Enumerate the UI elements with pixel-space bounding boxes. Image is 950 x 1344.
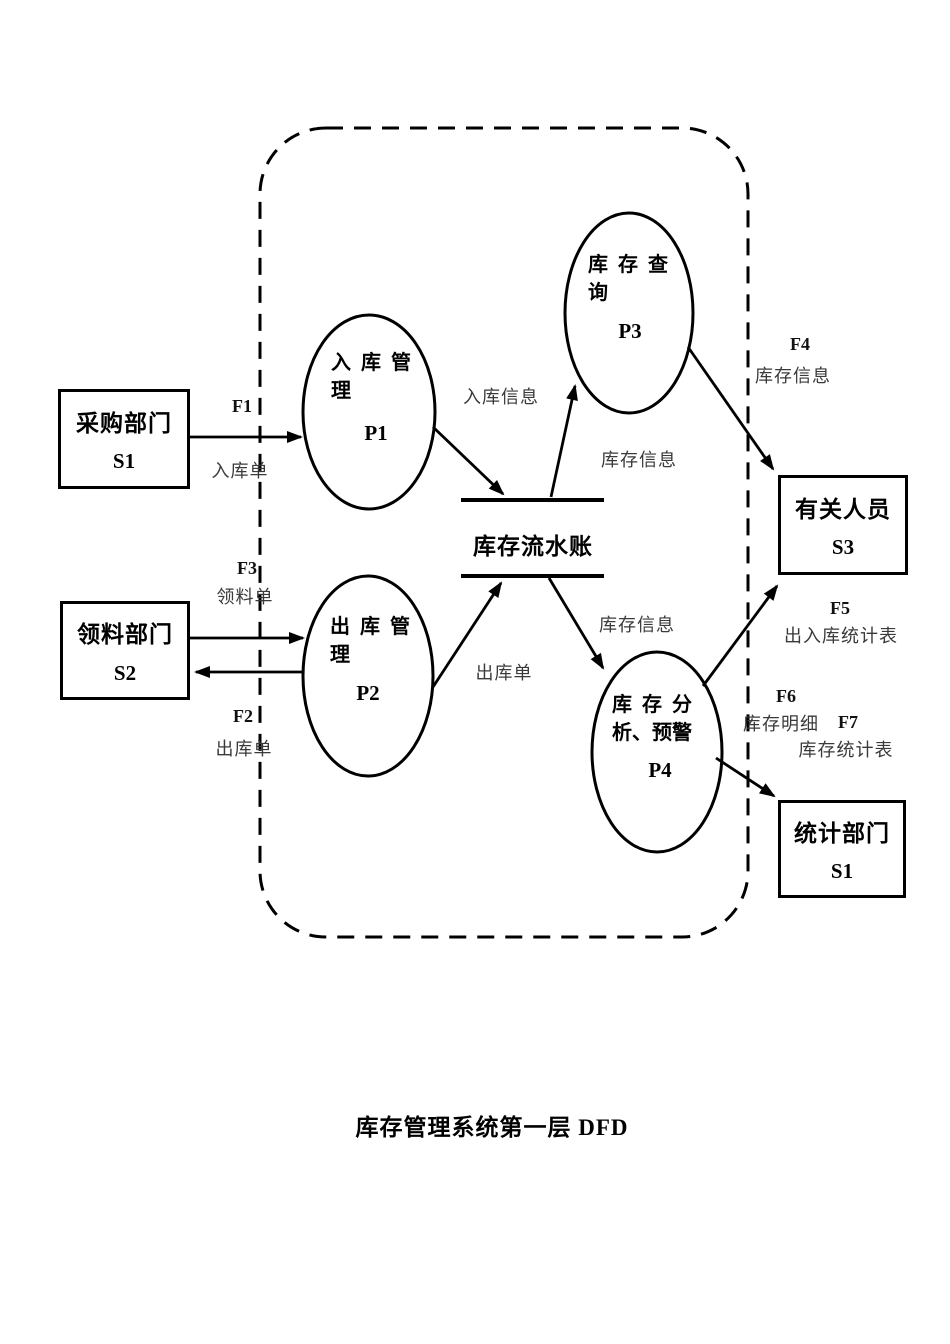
process-p4-code: P4 [648, 758, 672, 782]
flow-stock-info-query-label: 库存信息 [601, 450, 677, 470]
process-p1-name: 入 库 管理 [331, 352, 411, 402]
entity-statistics-dept: 统计部门 S1 [778, 800, 906, 898]
flow-f4-code: F4 [790, 334, 810, 354]
process-p3-name: 库 存 查询 [588, 254, 668, 304]
system-boundary-dashed [258, 126, 750, 939]
flow-p1-to-datastore-arrow [432, 425, 505, 496]
process-p4-name: 库 存 分析、预警 [612, 694, 692, 744]
diagram-caption: 库存管理系统第一层 DFD [355, 1115, 629, 1140]
flow-datastore-to-p4-arrow [547, 577, 605, 670]
flow-f1-label: 入库单 [211, 461, 269, 481]
entity-statistics-code: S1 [830, 859, 854, 883]
flow-f3-code: F3 [237, 558, 257, 578]
flow-stock-info-analysis-label: 库存信息 [599, 615, 675, 635]
flow-f7-p4-to-statistics-arrow [715, 756, 776, 798]
entity-personnel-code: S3 [831, 535, 855, 560]
process-p3-code: P3 [618, 319, 642, 343]
entity-statistics-name: 统计部门 [794, 821, 890, 846]
flow-f1-code: F1 [232, 396, 252, 416]
flow-f2-code: F2 [233, 706, 253, 726]
entity-personnel-name: 有关人员 [795, 496, 891, 522]
entity-purchasing-code: S1 [112, 449, 136, 474]
flow-f5-p4-to-personnel-arrow [701, 584, 779, 687]
flow-outbound-note-label: 出库单 [475, 663, 533, 683]
flow-datastore-to-p3-arrow [549, 384, 578, 498]
flow-f2-label: 出库单 [215, 739, 273, 759]
process-p2-name: 出 库 管理 [330, 616, 410, 666]
entity-purchasing-dept: 采购部门 S1 [58, 389, 190, 489]
flow-f7-code: F7 [838, 712, 858, 732]
flow-f4-label: 库存信息 [755, 366, 831, 386]
entity-material-name: 领料部门 [77, 622, 173, 648]
flow-f5-label: 出入库统计表 [784, 626, 898, 646]
process-p3-ellipse [563, 211, 695, 415]
entity-purchasing-name: 采购部门 [76, 410, 172, 436]
flow-f3-label: 领料单 [216, 587, 274, 607]
process-p4-ellipse [590, 650, 724, 854]
flow-f7-label: 库存统计表 [798, 740, 894, 760]
entity-personnel: 有关人员 S3 [778, 475, 908, 575]
flow-f6-code: F6 [776, 686, 796, 706]
flow-f6-label: 库存明细 [743, 714, 819, 734]
process-p1-ellipse [301, 313, 437, 511]
flow-f4-p3-to-personnel-arrow [686, 346, 775, 471]
process-p2-code: P2 [356, 681, 380, 705]
flow-p2-to-datastore-arrow [431, 581, 503, 688]
flow-f5-code: F5 [830, 598, 850, 618]
datastore-name: 库存流水账 [473, 534, 593, 559]
entity-material-dept: 领料部门 S2 [60, 601, 190, 700]
entity-material-code: S2 [113, 660, 137, 685]
process-p2-ellipse [301, 574, 435, 778]
process-p1-code: P1 [364, 421, 388, 445]
flow-inbound-info-label: 入库信息 [463, 387, 539, 407]
